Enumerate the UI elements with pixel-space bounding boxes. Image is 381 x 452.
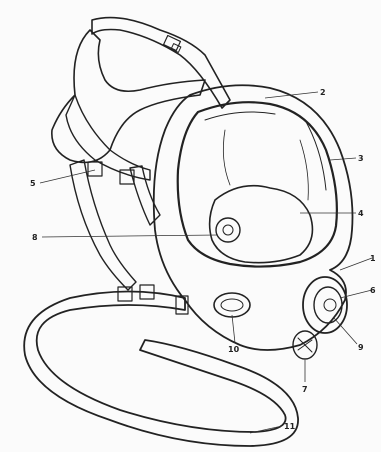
buckle-lower-left: [118, 287, 132, 301]
callout-5: 5: [30, 179, 36, 188]
speech-diaphragm: [214, 293, 250, 317]
carrying-strap: [24, 292, 298, 447]
leader-9: [334, 318, 357, 344]
callout-8: 8: [32, 233, 38, 242]
visor: [178, 102, 337, 266]
leader-10: [232, 315, 235, 343]
buckle-upper-left: [88, 162, 102, 176]
callout-1: 1: [370, 254, 376, 263]
side-straps: [70, 160, 160, 301]
callout-10: 10: [228, 345, 240, 354]
callout-7: 7: [302, 385, 308, 394]
leader-1: [340, 258, 372, 270]
head-harness: [52, 18, 230, 180]
filter-connector: [293, 277, 347, 359]
leader-2: [265, 92, 318, 98]
inhalation-valve-disc: [216, 218, 240, 242]
callout-4: 4: [358, 209, 364, 218]
callout-2: 2: [320, 88, 326, 97]
callout-3: 3: [358, 154, 364, 163]
callout-6: 6: [370, 286, 376, 295]
callout-9: 9: [358, 343, 364, 352]
leader-8: [42, 235, 218, 237]
inner-mask: [210, 186, 313, 263]
callout-11: 11: [284, 422, 296, 431]
leader-11: [250, 426, 282, 433]
callout-labels: 2 3 4 5 8 1 6 9 10 7 11: [30, 88, 376, 431]
